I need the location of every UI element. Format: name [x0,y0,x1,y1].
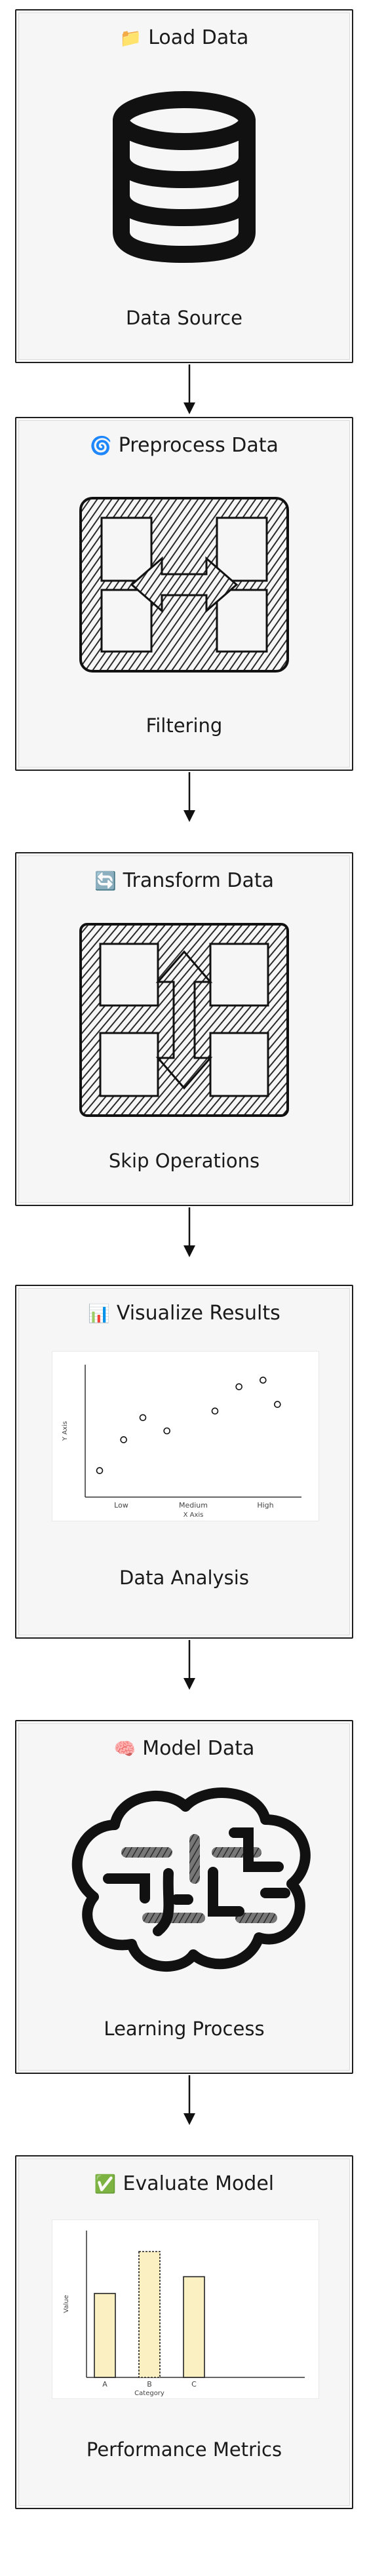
transform-icon [79,923,289,1117]
step-title: 📁 Load Data [16,26,352,49]
step-card-load-data: 📁 Load Data Data Source [15,9,353,363]
filter-merge-icon [79,497,289,673]
step-title: 🔄 Transform Data [16,869,352,892]
x-tick-label: B [147,2380,152,2389]
step-caption: Data Analysis [119,1567,249,1589]
scatter-point [211,1407,219,1415]
bar [183,2276,205,2378]
step-title-text: Preprocess Data [118,434,279,457]
database-icon [113,91,256,263]
x-axis-label: Category [134,2390,164,2397]
step-caption: Data Source [125,307,243,329]
bar-chart-emoji-icon: 📊 [88,1304,110,1324]
x-tick-label: C [191,2380,197,2389]
bar-chart: A B C Category Value [52,2219,319,2399]
x-axis-label: X Axis [184,1512,204,1519]
flow-arrow [184,1207,195,1257]
step-card-transform-data: 🔄 Transform Data Skip Operations [15,852,353,1206]
step-title-text: Load Data [148,26,249,49]
x-tick-label: High [257,1501,273,1510]
bar [138,2251,161,2378]
flow-arrow [184,772,195,822]
refresh-emoji-icon: 🔄 [94,871,117,891]
step-caption: Filtering [145,714,223,737]
flow-arrow [184,1640,195,1690]
step-title: 📊 Visualize Results [16,1302,352,1325]
step-title-text: Evaluate Model [123,2172,275,2195]
scatter-chart-svg: Low Medium High X Axis Y Axis [62,1365,301,1519]
step-caption: Learning Process [104,2018,265,2040]
scatter-chart: Low Medium High X Axis Y Axis [52,1351,319,1521]
y-axis-label: Y Axis [62,1421,69,1441]
bar-chart-svg: A B C Category Value [63,2231,305,2397]
step-title-text: Transform Data [123,869,274,892]
step-title-text: Visualize Results [116,1302,280,1325]
step-title: ✅ Evaluate Model [16,2172,352,2195]
check-emoji-icon: ✅ [94,2174,117,2195]
scatter-point [139,1414,147,1422]
y-axis-label: Value [63,2295,70,2313]
scatter-point [274,1401,281,1408]
step-card-evaluate-model: ✅ Evaluate Model A B C Category Value Perform… [15,2155,353,2509]
step-card-model-data: 🧠 Model Data Learning Process [15,1720,353,2074]
flow-arrow [184,2075,195,2125]
flow-arrow [184,364,195,414]
scatter-point [260,1376,267,1384]
bar [94,2293,116,2378]
x-tick-label: Medium [179,1501,208,1510]
scatter-point [163,1427,170,1435]
x-tick-label: Low [114,1501,128,1510]
step-caption: Performance Metrics [86,2438,282,2461]
x-tick-label: A [102,2380,107,2389]
folder-emoji-icon: 📁 [119,28,142,49]
brain-emoji-icon: 🧠 [113,1739,136,1759]
step-title: 🧠 Model Data [16,1737,352,1760]
cyclone-emoji-icon: 🌀 [90,436,112,456]
brain-icon [71,1787,311,1972]
step-card-preprocess-data: 🌀 Preprocess Data Filtering [15,417,353,771]
step-caption: Skip Operations [108,1150,260,1172]
scatter-point [96,1467,104,1474]
step-card-visualize-results: 📊 Visualize Results Low Medium High X Axis Y … [15,1285,353,1639]
scatter-point [235,1383,242,1390]
step-title: 🌀 Preprocess Data [16,434,352,457]
scatter-point [120,1436,127,1443]
step-title-text: Model Data [142,1737,255,1760]
